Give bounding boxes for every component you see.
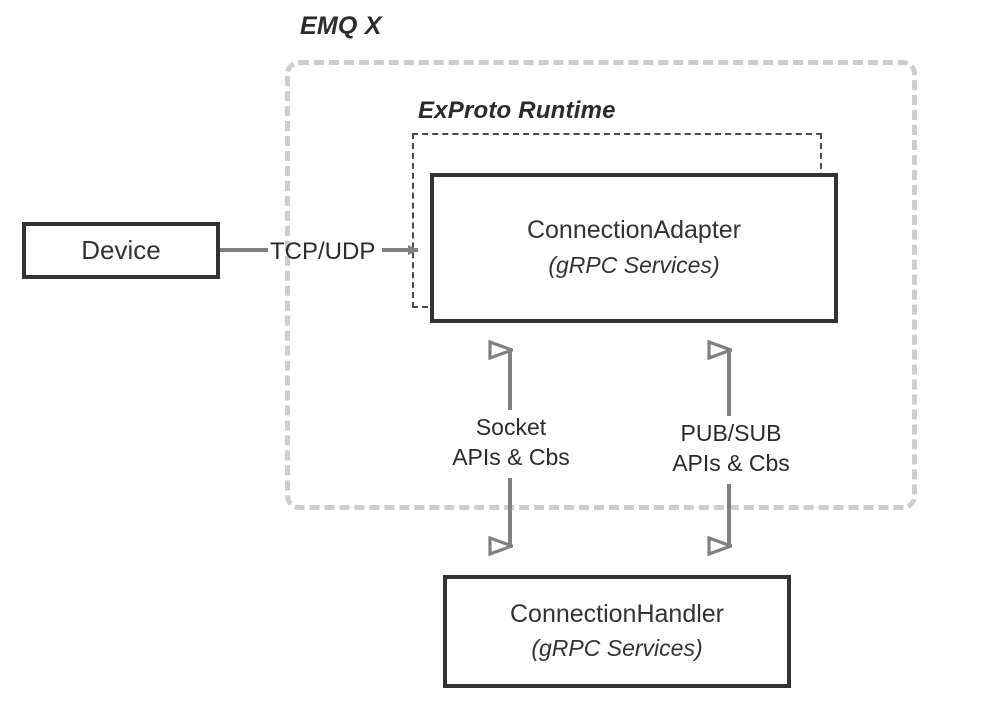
edge-label-pubsub-line1: PUB/SUB — [680, 420, 782, 446]
edge-label-pubsub-apis: PUB/SUB APIs & Cbs — [655, 418, 807, 479]
group-exproto-label: ExProto Runtime — [418, 97, 616, 124]
node-device[interactable]: Device — [22, 222, 220, 279]
edge-label-socket-line2: APIs & Cbs — [452, 444, 570, 471]
node-connection-adapter-title: ConnectionAdapter — [526, 216, 742, 245]
node-connection-handler-subtitle: (gRPC Services) — [531, 635, 703, 662]
node-device-title: Device — [81, 235, 161, 266]
group-emqx — [285, 60, 917, 510]
edge-label-socket-line1: Socket — [475, 414, 547, 440]
edge-label-tcp-udp: TCP/UDP — [270, 238, 376, 265]
edge-label-socket-apis: Socket APIs & Cbs — [440, 412, 582, 473]
node-connection-adapter[interactable]: ConnectionAdapter (gRPC Services) — [430, 173, 838, 323]
edge-label-pubsub-line2: APIs & Cbs — [672, 450, 790, 477]
node-connection-handler[interactable]: ConnectionHandler (gRPC Services) — [443, 575, 791, 688]
node-connection-adapter-subtitle: (gRPC Services) — [548, 251, 720, 278]
node-connection-handler-title: ConnectionHandler — [509, 599, 725, 628]
group-emqx-label: EMQ X — [300, 12, 382, 40]
